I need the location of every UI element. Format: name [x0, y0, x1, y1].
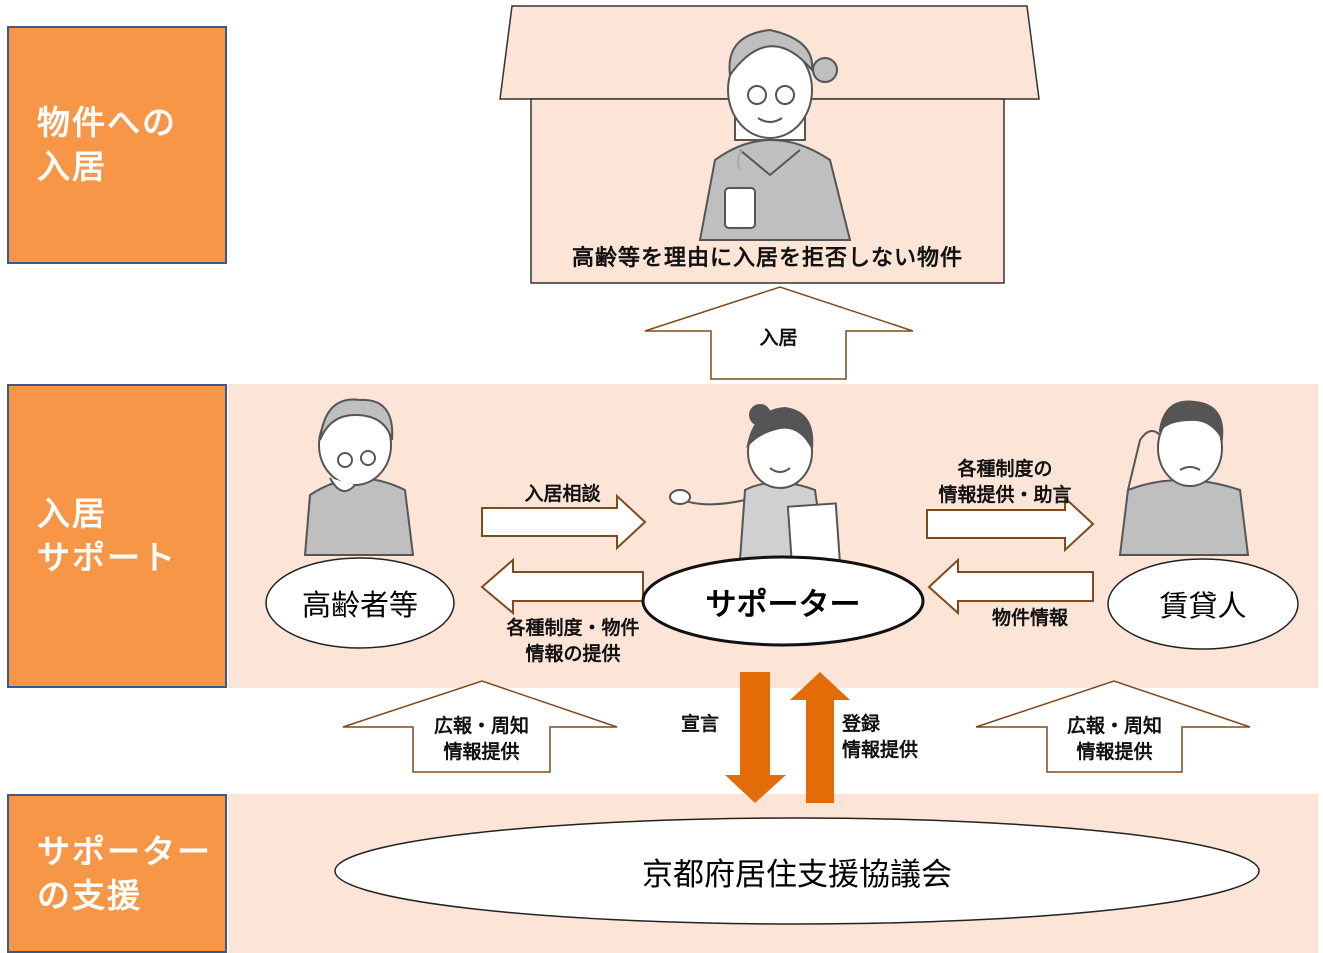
declare-arrow [725, 672, 786, 803]
council-node-label: 京都府居住支援協議会 [642, 856, 952, 893]
pr-arrow-right [975, 680, 1251, 773]
advice-label: 各種制度の 情報提供・助言 [938, 458, 1072, 506]
supporter-node-label: サポーター [705, 586, 861, 623]
house [499, 5, 1040, 284]
label-support: 入居 サポート [7, 384, 227, 688]
house-caption: 高齢等を理由に入居を拒否しない物件 [571, 246, 963, 271]
elderly-node [265, 557, 455, 649]
supporter-figure [669, 404, 842, 570]
register-arrow [790, 672, 850, 803]
pr-arrow-left [342, 680, 618, 773]
property-info-arrow [927, 557, 1094, 616]
pr-left-label: 広報・周知 情報提供 [433, 715, 529, 763]
label-supporter-support: サポーター の支援 [7, 794, 227, 953]
label-move-in: 物件への 入居 [7, 26, 227, 264]
consult-label: 入居相談 [524, 483, 601, 505]
elderly-man-figure [303, 398, 415, 556]
council-node [334, 817, 1260, 925]
elderly-woman-figure [698, 28, 852, 241]
consult-arrow [481, 493, 647, 551]
pr-right-label: 広報・周知 情報提供 [1066, 715, 1162, 763]
register-label: 登録 情報提供 [842, 713, 919, 761]
property-info-label: 物件情報 [991, 607, 1068, 629]
elderly-node-label: 高齢者等 [301, 588, 418, 622]
supporter-node [641, 555, 925, 647]
landlord-figure [1118, 400, 1250, 556]
landlord-node-label: 賃貸人 [1159, 589, 1247, 623]
move-in-label: 入居 [759, 327, 798, 349]
declare-label: 宣言 [680, 713, 719, 735]
advice-arrow [926, 495, 1095, 553]
move-in-arrow [644, 286, 914, 380]
landlord-node [1107, 558, 1299, 650]
provide-info-arrow [480, 557, 644, 616]
provide-info-label: 各種制度・物件 情報の提供 [506, 617, 640, 665]
